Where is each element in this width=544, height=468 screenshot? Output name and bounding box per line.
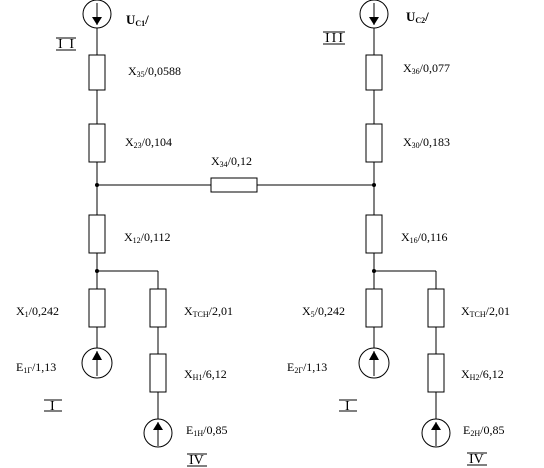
label-x16: X16/0,116 (401, 230, 448, 245)
label-x1: X1/0,242 (16, 304, 59, 319)
resistor-x30 (365, 123, 383, 163)
resistor-x12 (88, 214, 106, 254)
resistor-xtsn1 (149, 288, 167, 328)
resistor-x35 (88, 54, 106, 91)
svg-text:III: III (325, 31, 343, 46)
label-xtsn1: XТСН/2,01 (184, 304, 233, 319)
junction-dots (95, 183, 376, 273)
resistor-xn2 (427, 353, 445, 393)
roman-marker-i-left: I (44, 399, 62, 414)
label-xn2: XН2/6,12 (461, 367, 504, 382)
resistors (88, 54, 445, 393)
label-xn1: XН1/6,12 (184, 367, 227, 382)
roman-marker-iv-left: IV (187, 453, 207, 468)
label-uc2: UC2/ (406, 9, 429, 25)
roman-marker-iii: III (323, 31, 345, 46)
svg-text:I: I (50, 399, 55, 414)
source-uc2-icon (359, 0, 389, 29)
resistor-xn1 (149, 353, 167, 393)
label-x34: X34/0,12 (211, 154, 252, 169)
label-e2g: E2Г/1,13 (287, 360, 327, 375)
source-e1n-icon (143, 418, 173, 448)
roman-marker-ii: II (56, 37, 76, 52)
resistor-x1 (88, 288, 106, 328)
resistor-x36 (365, 54, 383, 91)
resistor-x23 (88, 123, 106, 163)
label-x5: X5/0,242 (302, 304, 345, 319)
resistor-x16 (365, 214, 383, 254)
label-e2n: E2Н/0,85 (463, 423, 504, 438)
resistor-x34 (210, 177, 258, 193)
svg-text:IV: IV (189, 453, 204, 468)
label-e1g: E1Г/1,13 (16, 360, 56, 375)
resistor-x5 (365, 288, 383, 328)
resistor-xtsn2 (427, 288, 445, 328)
label-xtsn2: XТСН/2,01 (461, 304, 510, 319)
junction-dot (95, 183, 99, 187)
source-e2n-icon (421, 418, 451, 448)
svg-text:IV: IV (469, 452, 484, 467)
source-e1g-icon (81, 347, 113, 379)
label-x30: X30/0,183 (403, 135, 450, 150)
label-x23: X23/0,104 (125, 135, 172, 150)
junction-dot (95, 269, 99, 273)
left-branch-wires (96, 28, 159, 419)
label-x35: X35/0,0588 (128, 64, 181, 79)
label-x12: X12/0,112 (124, 230, 171, 245)
label-x36: X36/0,077 (403, 61, 450, 76)
junction-dot (372, 269, 376, 273)
label-uc1: UC1/ (126, 12, 149, 28)
junction-dot (372, 183, 376, 187)
source-uc1-icon (82, 0, 112, 29)
source-e2g-icon (358, 347, 390, 379)
roman-marker-i-right: I (339, 399, 357, 414)
svg-text:I: I (345, 399, 350, 414)
roman-marker-iv-right: IV (467, 452, 487, 467)
label-e1n: E1Н/0,85 (186, 423, 227, 438)
